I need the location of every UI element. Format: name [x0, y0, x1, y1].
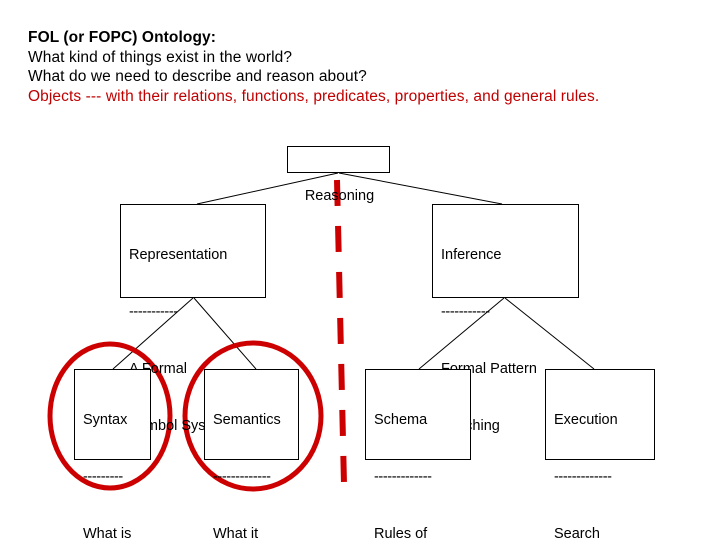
node-execution-separator: -------------: [554, 469, 612, 485]
node-semantics-body-line-1: What it: [213, 526, 259, 540]
node-inference-title: Inference: [441, 247, 502, 263]
node-syntax[interactable]: Syntax --------- What is said: [74, 369, 151, 540]
node-semantics-separator: -------------: [213, 469, 271, 485]
node-syntax-body-line-1: What is: [83, 526, 132, 540]
header-text-block: FOL (or FOPC) Ontology: What kind of thi…: [28, 28, 698, 106]
node-schema-title: Schema: [374, 412, 428, 428]
node-semantics-title: Semantics: [213, 412, 281, 428]
node-execution[interactable]: Execution ------------- Search Strategy: [545, 369, 655, 540]
node-inference[interactable]: Inference ----------- Formal Pattern Mat…: [432, 204, 579, 434]
node-schema-separator: -------------: [374, 469, 432, 485]
header-line-question-2: What do we need to describe and reason a…: [28, 68, 367, 85]
node-reasoning[interactable]: Reasoning: [287, 146, 390, 204]
header-line-answer: Objects --- with their relations, functi…: [28, 87, 600, 105]
node-representation[interactable]: Representation ----------- A Formal Symb…: [120, 204, 266, 434]
header-line-question-1: What kind of things exist in the world?: [28, 48, 293, 66]
node-representation-title: Representation: [129, 247, 228, 263]
node-syntax-separator: ---------: [83, 469, 123, 485]
node-schema[interactable]: Schema ------------- Rules of Inference: [365, 369, 471, 540]
node-execution-body-line-1: Search: [554, 526, 600, 540]
node-representation-separator: -----------: [129, 304, 178, 320]
node-inference-separator: -----------: [441, 304, 490, 320]
node-syntax-title: Syntax: [83, 412, 128, 428]
node-schema-body-line-1: Rules of: [374, 526, 428, 540]
header-line-title: FOL (or FOPC) Ontology:: [28, 29, 216, 46]
node-semantics[interactable]: Semantics ------------- What it means: [204, 369, 299, 540]
node-execution-title: Execution: [554, 412, 618, 428]
node-reasoning-title: Reasoning: [304, 188, 375, 204]
